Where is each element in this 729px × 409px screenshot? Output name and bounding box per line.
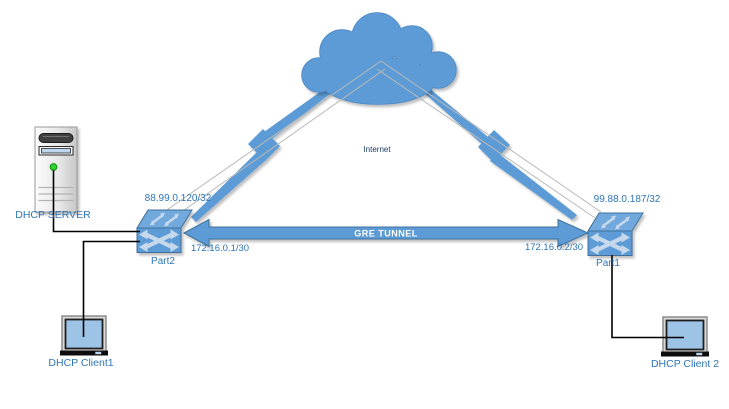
cable-router-left-to-client1	[82, 240, 140, 337]
router-right-port-label: Part1	[596, 258, 620, 269]
router-left-port-label: Part2	[151, 256, 175, 267]
server-power-led-icon	[49, 163, 58, 171]
internet-cloud[interactable]	[301, 12, 457, 105]
dhcp-client2-label: DHCP Client 2	[650, 358, 720, 370]
server-disc-slot-icon	[38, 133, 74, 143]
wan-link-left-bolt[interactable]	[191, 79, 343, 222]
router-right-tunnel-ip: 172.16.0.2/30	[524, 241, 584, 253]
internet-label: Internet	[363, 145, 391, 154]
dhcp-client1-label: DHCP Client1	[48, 357, 114, 369]
router-left-icon[interactable]	[137, 210, 192, 253]
server-vent-lines	[38, 186, 74, 202]
connector-guide-lines	[150, 60, 602, 228]
router-right-public-ip: 99.88.0.187/32	[593, 194, 661, 205]
cable-router-right-to-client2	[611, 255, 684, 339]
router-left-tunnel-ip: 172.16.0.1/30	[190, 243, 250, 254]
router-right-icon[interactable]	[588, 213, 643, 256]
gre-tunnel-label: GRE TUNNEL	[354, 229, 418, 239]
dhcp-server-icon[interactable]	[34, 126, 78, 213]
cable-server-to-router-left	[52, 170, 140, 233]
dhcp-server-label: DHCP SERVER	[15, 209, 91, 221]
router-left-public-ip: 88.99.0.120/32	[144, 193, 212, 204]
wan-link-right-bolt[interactable]	[414, 79, 577, 220]
lan-cables	[52, 170, 684, 339]
